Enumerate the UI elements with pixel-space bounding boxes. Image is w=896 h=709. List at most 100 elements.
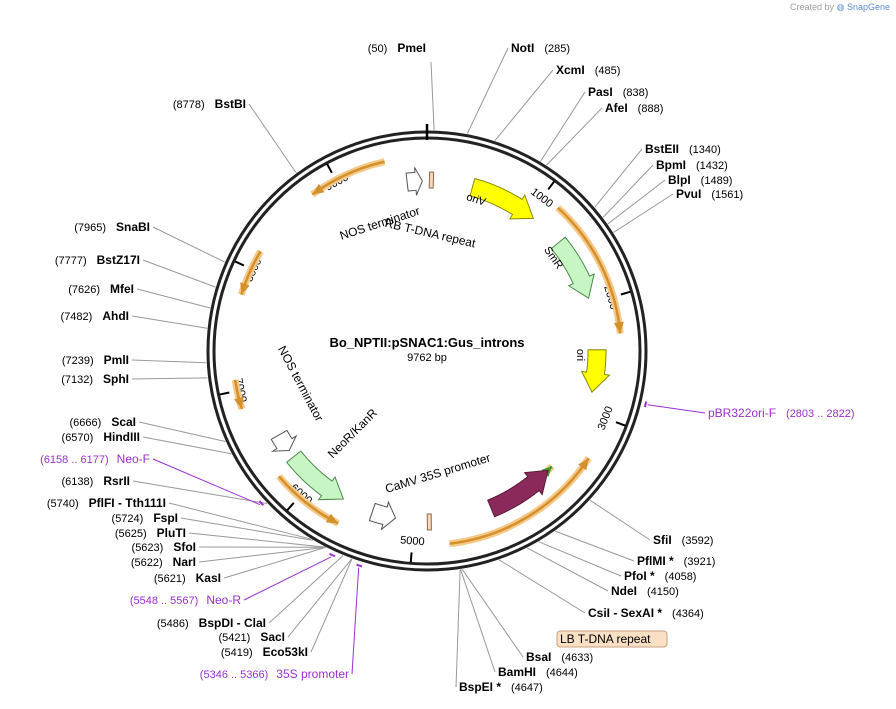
- site-bsai[interactable]: BsaI(4633): [526, 650, 593, 664]
- feature-nos-terminator-left[interactable]: [270, 429, 298, 452]
- feature-smr[interactable]: [550, 236, 595, 300]
- site-blpi[interactable]: BlpI(1489): [668, 173, 732, 187]
- feature-camv-35s-promoter[interactable]: [368, 500, 397, 531]
- connector-eco53ki: [310, 558, 353, 653]
- connector-sphi: [131, 377, 208, 380]
- connector-ahdi: [131, 315, 208, 329]
- tick-label-5000: 5000: [400, 534, 425, 548]
- site-pos-pluti: (5625): [115, 528, 147, 540]
- site-fspi[interactable]: FspI(5724): [112, 511, 178, 525]
- feature-ori[interactable]: [580, 349, 611, 393]
- primer-35s-promoter[interactable]: 35S promoter(5346 .. 5366): [200, 563, 363, 681]
- site-bpmi[interactable]: BpmI(1432): [656, 158, 728, 172]
- feature-rb-t-dna-repeat[interactable]: [428, 171, 435, 189]
- feature-lb-t-dna-repeat[interactable]: [426, 513, 432, 531]
- credit-prefix: Created by: [790, 2, 835, 12]
- site-xcmi[interactable]: XcmI(485): [556, 63, 620, 77]
- primer-range-pbr322ori-f: (2803 .. 2822): [786, 408, 855, 420]
- site-snabi[interactable]: SnaBI(7965): [74, 220, 150, 234]
- feature-trfa[interactable]: [487, 469, 549, 518]
- site-eco53ki[interactable]: Eco53kI(5419): [221, 645, 308, 659]
- orange-arc-head-3: [233, 396, 244, 409]
- site-pos-pflfi-tth111i: (5740): [47, 498, 79, 510]
- site-mfei[interactable]: MfeI(7626): [68, 282, 134, 296]
- site-nari[interactable]: NarI(5622): [131, 555, 196, 569]
- site-pos-bpmi: (1432): [696, 160, 728, 172]
- site-name-snabi: SnaBI: [116, 220, 150, 234]
- site-bamhi[interactable]: BamHI(4644): [498, 665, 578, 679]
- site-saci[interactable]: SacI(5421): [219, 630, 285, 644]
- orange-arc-1: [449, 457, 590, 545]
- feature-neor-kanr[interactable]: [286, 450, 345, 501]
- primer-neo-f[interactable]: Neo-F(6158 .. 6177): [40, 452, 265, 507]
- site-name-kasi: KasI: [196, 571, 221, 585]
- site-bspdi-clai[interactable]: BspDI - ClaI(5486): [157, 616, 266, 630]
- site-pos-bspei: (4647): [511, 682, 543, 694]
- site-name-mfei: MfeI: [110, 282, 134, 296]
- site-name-blpi: BlpI: [668, 173, 691, 187]
- site-pflfi-tth111i[interactable]: PflFI - Tth111I(5740): [47, 496, 166, 510]
- site-pos-pflmi: (3921): [684, 556, 716, 568]
- connector-pluti: [188, 532, 326, 548]
- site-sfii[interactable]: SfiI(3592): [653, 533, 713, 547]
- site-name-noti: NotI: [511, 41, 534, 55]
- site-pmei[interactable]: PmeI(50): [368, 41, 426, 55]
- connector-csii-sexai: [498, 559, 586, 614]
- site-rsrii[interactable]: RsrII(6138): [62, 474, 130, 488]
- label-lb-t-dna-repeat: LB T-DNA repeat: [556, 630, 668, 648]
- site-bsteii[interactable]: BstEII(1340): [645, 142, 721, 156]
- site-kasi[interactable]: KasI(5621): [154, 571, 221, 585]
- site-pluti[interactable]: PluTI(5625): [115, 526, 186, 540]
- snapgene-logo-icon: ◍: [836, 2, 845, 12]
- site-ahdi[interactable]: AhdI(7482): [61, 309, 129, 323]
- site-pos-hindiii: (6570): [62, 432, 94, 444]
- tick-1000: [547, 180, 556, 191]
- site-pos-bstbi: (8778): [173, 99, 205, 111]
- site-pos-sphi: (7132): [61, 374, 93, 386]
- site-afei[interactable]: AfeI(888): [605, 101, 663, 115]
- orange-arc-0: [556, 206, 622, 334]
- site-name-bstz17i: BstZ17I: [97, 253, 140, 267]
- site-sfoi[interactable]: SfoI(5623): [132, 540, 196, 554]
- site-sphi[interactable]: SphI(7132): [61, 372, 129, 386]
- primer-range-35s-promoter: (5346 .. 5366): [200, 669, 269, 681]
- tick-3000: [615, 421, 626, 427]
- lb-label-text: LB T-DNA repeat: [560, 632, 651, 646]
- site-hindiii[interactable]: HindIII (6570): [62, 430, 140, 444]
- feature-oriv[interactable]: [469, 177, 535, 220]
- tick-8000: [234, 260, 245, 267]
- site-name-ndei: NdeI: [611, 584, 637, 598]
- site-name-hindiii: HindIII: [103, 430, 140, 444]
- site-pvui[interactable]: PvuI(1561): [676, 187, 743, 201]
- site-bstz17i[interactable]: BstZ17I(7777): [55, 253, 140, 267]
- site-noti[interactable]: NotI (285): [511, 41, 570, 55]
- primer-mark-35s-promoter: [356, 563, 363, 568]
- site-bspei[interactable]: BspEI *(4647): [459, 680, 543, 694]
- primer-pbr322ori-f[interactable]: pBR322ori-F(2803 .. 2822): [643, 401, 855, 420]
- site-pos-ahdi: (7482): [61, 311, 93, 323]
- feature-nos-terminator-top[interactable]: [405, 167, 423, 196]
- connector-fspi: [180, 517, 313, 541]
- site-pos-pfoi: (4058): [665, 571, 697, 583]
- site-name-xcmi: XcmI: [556, 63, 585, 77]
- site-pos-rsrii: (6138): [62, 476, 94, 488]
- site-pflmi[interactable]: PflMI *(3921): [637, 554, 715, 568]
- site-pmli[interactable]: PmlI(7239): [62, 353, 129, 367]
- connector-pflmi: [554, 530, 635, 562]
- orange-arc-head-5: [312, 183, 325, 195]
- connector-mfei: [136, 288, 211, 309]
- connector-saci: [287, 558, 353, 638]
- site-pfoi[interactable]: PfoI *(4058): [624, 569, 696, 583]
- site-name-saci: SacI: [260, 630, 285, 644]
- site-scai[interactable]: ScaI(6666): [70, 415, 136, 429]
- site-pasi[interactable]: PasI(838): [588, 85, 648, 99]
- site-bstbi[interactable]: BstBI(8778): [173, 97, 246, 111]
- site-pos-fspi: (5724): [112, 513, 144, 525]
- tick-2000: [620, 290, 631, 296]
- site-pos-noti: (285): [544, 43, 570, 55]
- site-pos-pvui: (1561): [711, 189, 743, 201]
- site-ndei[interactable]: NdeI(4150): [611, 584, 679, 598]
- primer-neo-r[interactable]: Neo-R(5548 .. 5567): [130, 552, 336, 607]
- feature-label-nos-terminator-left: NOS terminator: [275, 344, 326, 424]
- site-csii-sexai[interactable]: CsiI - SexAI *(4364): [588, 606, 704, 620]
